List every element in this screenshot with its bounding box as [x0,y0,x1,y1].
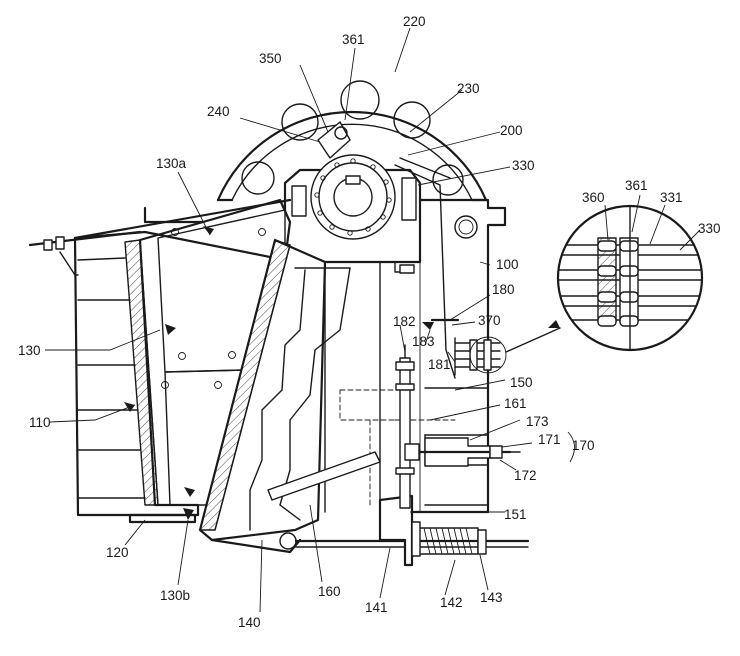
label-130: 130 [18,343,41,358]
label-200: 200 [500,123,523,138]
tension-bolt-left [28,230,142,276]
label-182: 182 [393,314,416,329]
label-181: 181 [428,357,451,372]
label-171: 171 [538,432,561,447]
reference-numerals: 220 361 350 230 240 200 130a 330 100 180… [18,14,721,630]
label-130a: 130a [156,156,187,171]
label-350: 350 [259,51,282,66]
detail-callout [505,194,704,353]
detail-label-360: 360 [582,190,605,205]
label-361: 361 [342,32,365,47]
eccentric-shaft-bearing [283,121,422,274]
detail-label-331: 331 [660,190,683,205]
tension-rod-assembly [294,494,530,567]
label-172: 172 [514,468,537,483]
toggle-plate [267,451,381,501]
arrowheads [124,226,434,520]
label-160: 160 [318,584,341,599]
leader-lines [45,27,575,613]
label-330: 330 [512,158,535,173]
label-143: 143 [480,590,503,605]
label-130b: 130b [160,588,190,603]
label-161: 161 [504,396,527,411]
label-142: 142 [440,595,463,610]
label-170: 170 [572,438,595,453]
label-140: 140 [238,615,261,630]
label-230: 230 [457,81,480,96]
label-183: 183 [412,334,435,349]
adjustment-device [395,344,521,509]
fixed-jaw [73,198,292,524]
label-120: 120 [106,545,129,560]
label-151: 151 [504,507,527,522]
label-370: 370 [478,313,501,328]
label-240: 240 [207,104,230,119]
label-141: 141 [365,600,388,615]
moving-jaw [198,238,351,554]
detail-label-330: 330 [698,221,721,236]
label-110: 110 [29,415,51,430]
control-rod [394,157,507,379]
label-180: 180 [492,282,515,297]
label-220: 220 [403,14,426,29]
label-100: 100 [496,257,519,272]
detail-label-361: 361 [625,178,648,193]
label-173: 173 [526,414,549,429]
label-150: 150 [510,375,533,390]
